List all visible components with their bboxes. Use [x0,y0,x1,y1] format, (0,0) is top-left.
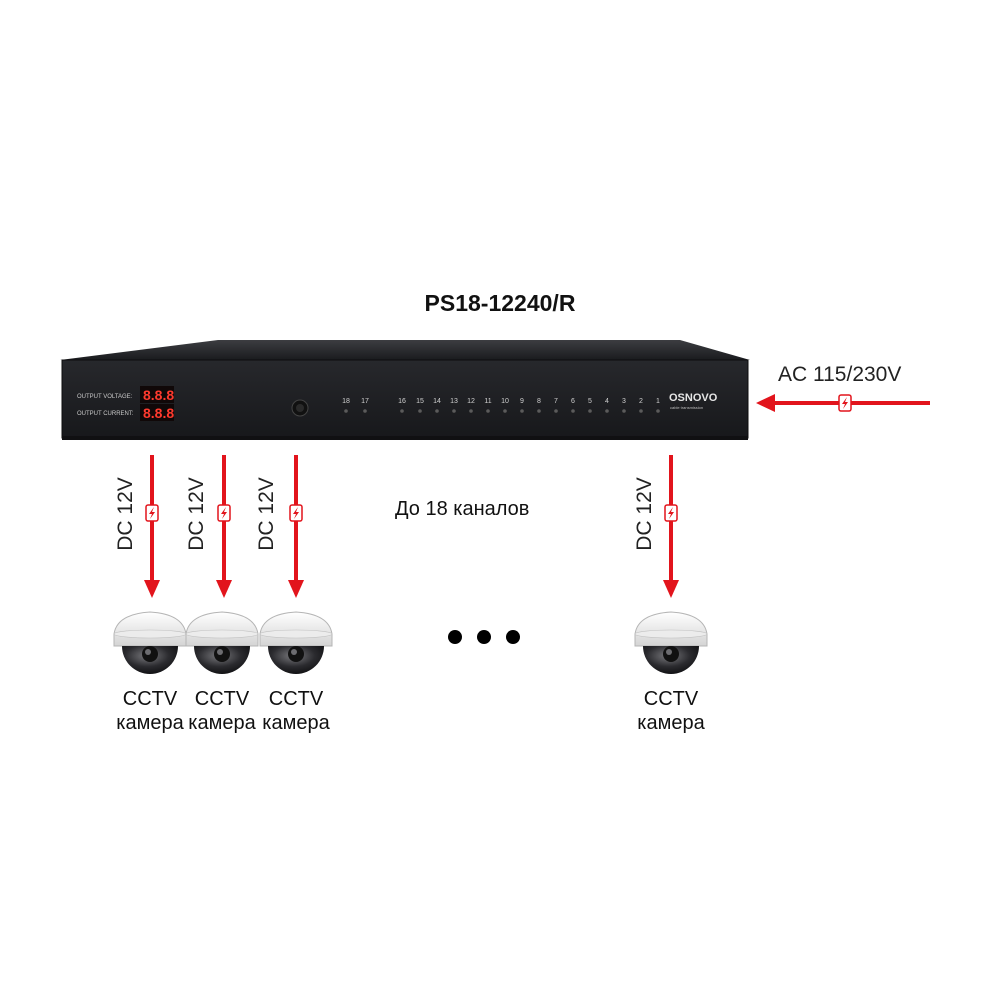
ac-arrowhead [756,394,775,412]
current-display [140,404,174,421]
voltage-display [140,386,174,403]
camera-label-line2: камера [188,712,256,734]
ellipsis-dot [448,630,462,644]
port-led-18 [344,409,348,413]
port-number-5: 5 [588,398,592,405]
lightning-icon [838,394,852,412]
port-number-8: 8 [537,398,541,405]
ellipsis-dot [506,630,520,644]
port-led-3 [622,409,626,413]
camera-label-line1: CCTV [194,688,250,710]
dc-arrowhead-1 [144,580,160,598]
camera-3 [259,611,333,675]
ac-input-label: AC 115/230V [778,363,902,386]
port-led-7 [554,409,558,413]
device-front-panel [61,359,749,439]
brand-tagline: cable transmission [670,405,703,410]
port-number-12: 12 [467,398,475,405]
port-led-5 [588,409,592,413]
port-number-6: 6 [571,398,575,405]
port-led-8 [537,409,541,413]
camera-label-1: CCTV камера [95,687,205,735]
port-number-2: 2 [639,398,643,405]
camera-label-4: CCTV камера [616,687,726,735]
port-number-16: 16 [398,398,406,405]
lightning-icon [145,504,159,522]
channels-note: До 18 каналов [395,498,530,520]
dc-arrowhead-2 [216,580,232,598]
brand-logo: OSNOVO [669,392,718,404]
port-led-2 [639,409,643,413]
current-display-digits: 8.8.8 [143,405,174,421]
port-number-7: 7 [554,398,558,405]
port-led-6 [571,409,575,413]
ellipsis-dot [477,630,491,644]
lightning-icon [217,504,231,522]
device-top-panel [60,340,750,360]
port-number-15: 15 [416,398,424,405]
port-led-12 [469,409,473,413]
port-number-9: 9 [520,398,524,405]
camera-label-line1: CCTV [268,688,324,710]
camera-label-3: CCTV камера [241,687,351,735]
dc-arrowhead-3 [288,580,304,598]
camera-label-line2: камера [262,712,330,734]
more-channels-ellipsis [448,630,520,644]
output-current-label: OUTPUT CURRENT: [77,411,134,417]
camera-4 [634,611,708,675]
output-voltage-label: OUTPUT VOLTAGE: [77,394,133,400]
camera-2 [185,611,259,675]
port-number-17: 17 [361,398,369,405]
port-led-10 [503,409,507,413]
port-led-15 [418,409,422,413]
lightning-icon [289,504,303,522]
camera-label-line1: CCTV [643,688,699,710]
port-led-4 [605,409,609,413]
port-led-1 [656,409,660,413]
port-number-18: 18 [342,398,350,405]
port-number-1: 1 [656,398,660,405]
camera-label-2: CCTV камера [167,687,277,735]
port-number-13: 13 [450,398,458,405]
port-number-10: 10 [501,398,509,405]
lightning-icon [664,504,678,522]
port-number-14: 14 [433,398,441,405]
port-led-14 [435,409,439,413]
voltage-display-digits: 8.8.8 [143,387,174,403]
port-led-16 [400,409,404,413]
port-led-13 [452,409,456,413]
device-title: PS18-12240/R [424,290,576,316]
port-led-17 [363,409,367,413]
port-indicators: 18 17 16 15 14 13 12 11 10 9 8 7 6 5 4 3 2 1 [342,398,660,413]
port-number-11: 11 [484,398,491,405]
camera-label-line2: камера [637,712,705,734]
camera-1 [113,611,187,675]
port-led-9 [520,409,524,413]
port-number-3: 3 [622,398,626,405]
port-number-4: 4 [605,398,609,405]
dc-arrowhead-4 [663,580,679,598]
port-led-11 [486,409,490,413]
camera-label-line1: CCTV [122,688,178,710]
power-supply-unit: OUTPUT VOLTAGE: OUTPUT CURRENT: 8.8.8 8.… [60,340,750,440]
camera-label-line2: камера [116,712,184,734]
